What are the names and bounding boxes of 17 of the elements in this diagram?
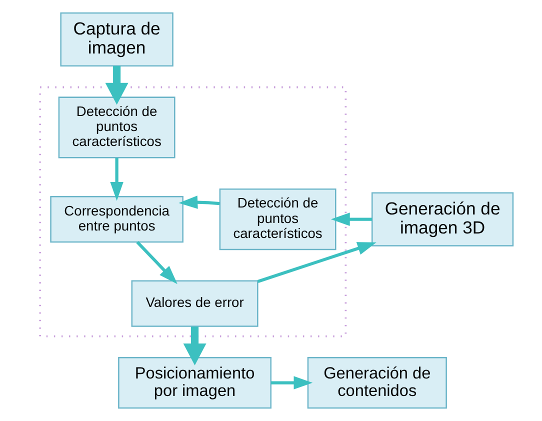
node-box: Generación de contenidos [306, 357, 446, 409]
arrow [270, 376, 312, 390]
node-box: Detección de puntos característicos [218, 188, 336, 250]
arrow [110, 158, 123, 201]
node-box: Correspondencia entre puntos [50, 196, 183, 243]
arrow [136, 240, 177, 284]
node-box: Posicionamiento por imagen [118, 357, 271, 409]
node-box: Generación de imagen 3D [370, 192, 514, 246]
node-box: Detección de puntos característicos [58, 96, 175, 158]
cluster [38, 86, 346, 338]
arrow [104, 66, 128, 105]
arrow [182, 326, 206, 366]
arrow [178, 196, 220, 209]
node-box: Valores de error [130, 280, 258, 327]
arrow [256, 242, 376, 283]
node-box: Captura de imagen [60, 12, 173, 66]
arrow [330, 212, 372, 226]
